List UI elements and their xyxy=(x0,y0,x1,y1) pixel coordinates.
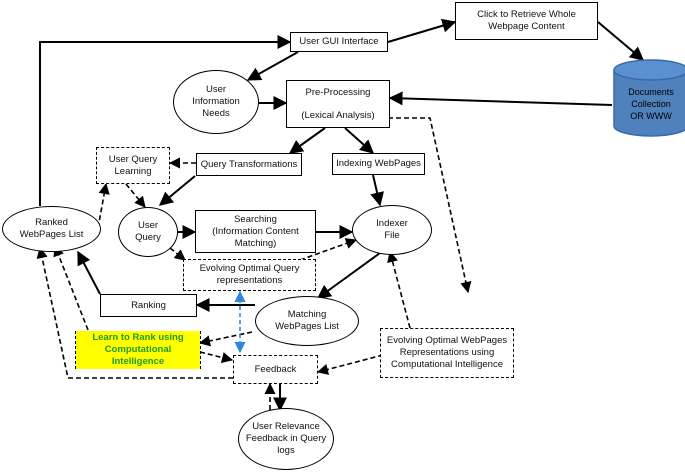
preprocessing-subtitle: (Lexical Analysis) xyxy=(301,109,375,121)
ranked-webpages-ellipse: Ranked WebPages List xyxy=(2,206,101,252)
user-query-ellipse: User Query xyxy=(118,207,178,257)
indexer-file-ellipse: Indexer File xyxy=(352,205,432,255)
relevance-feedback-ellipse: User Relevance Feedback in Query logs xyxy=(238,408,334,470)
preprocessing-box: Pre-Processing (Lexical Analysis) xyxy=(286,80,390,128)
dashed-arrows xyxy=(36,117,472,410)
learn-to-rank-label: Learn to Rank using Computational Intell… xyxy=(76,331,200,369)
ranking-box: Ranking xyxy=(100,294,197,317)
database-cylinder-icon xyxy=(613,59,685,137)
query-transformations-box: Query Transformations xyxy=(196,153,302,176)
feedback-box: Feedback xyxy=(233,355,318,384)
documents-collection-label: Documents Collection OR WWW xyxy=(628,87,674,121)
solid-arrows xyxy=(39,18,645,412)
evolving-query-box: Evolving Optimal Query representations xyxy=(183,259,316,291)
evolving-webpages-box: Evolving Optimal WebPages Representation… xyxy=(380,328,514,378)
matching-webpages-ellipse: Matching WebPages List xyxy=(255,296,359,346)
query-learning-box: User Query Learning xyxy=(96,147,170,184)
retrieve-content-box: Click to Retrieve Whole Webpage Content xyxy=(455,2,598,40)
preprocessing-title: Pre-Processing xyxy=(305,86,371,98)
gui-interface-box: User GUI Interface xyxy=(290,32,388,52)
learn-to-rank-box: Learn to Rank using Computational Intell… xyxy=(75,331,201,369)
information-needs-ellipse: User Information Needs xyxy=(173,70,259,134)
indexing-webpages-box: Indexing WebPages xyxy=(332,153,425,175)
searching-box: Searching (Information Content Matching) xyxy=(195,210,316,253)
